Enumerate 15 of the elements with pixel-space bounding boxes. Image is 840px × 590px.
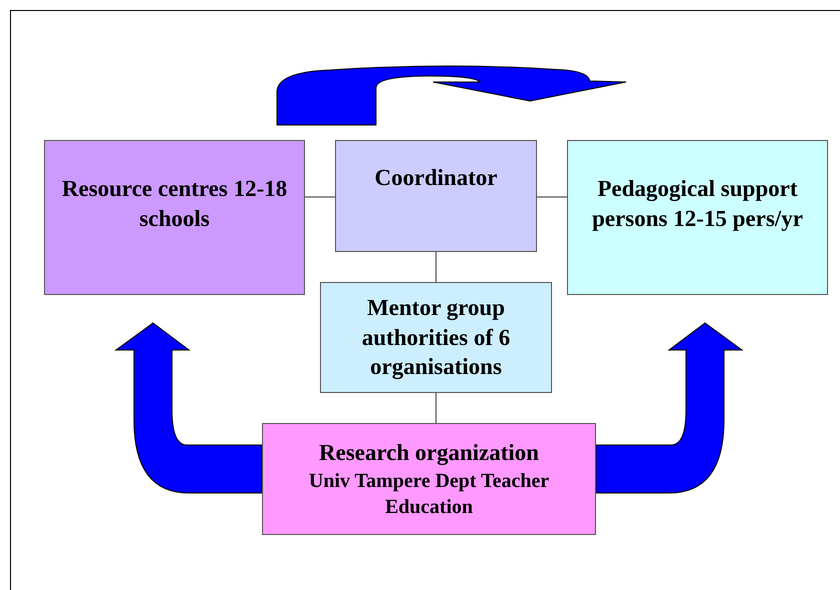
connector-line: [304, 196, 336, 198]
curved-block-arrow: [596, 322, 742, 494]
connector-line: [536, 196, 568, 198]
curved-block-arrow: [116, 322, 262, 494]
process-box: [567, 140, 828, 295]
process-box: [262, 423, 596, 535]
box-title: Resource centres 12-18 schools: [60, 174, 288, 232]
process-box: [320, 282, 552, 393]
process-box: [335, 140, 537, 252]
box-title: Coordinator: [374, 164, 498, 192]
box-title: Pedagogical support persons 12-15 pers/yr: [591, 174, 804, 233]
box-title: Mentor group authorities of 6 organisations: [360, 294, 512, 382]
process-box: [44, 140, 305, 295]
box-title: Research organization: [319, 439, 539, 468]
box-subtitle: Univ Tampere Dept Teacher Education: [308, 468, 550, 520]
